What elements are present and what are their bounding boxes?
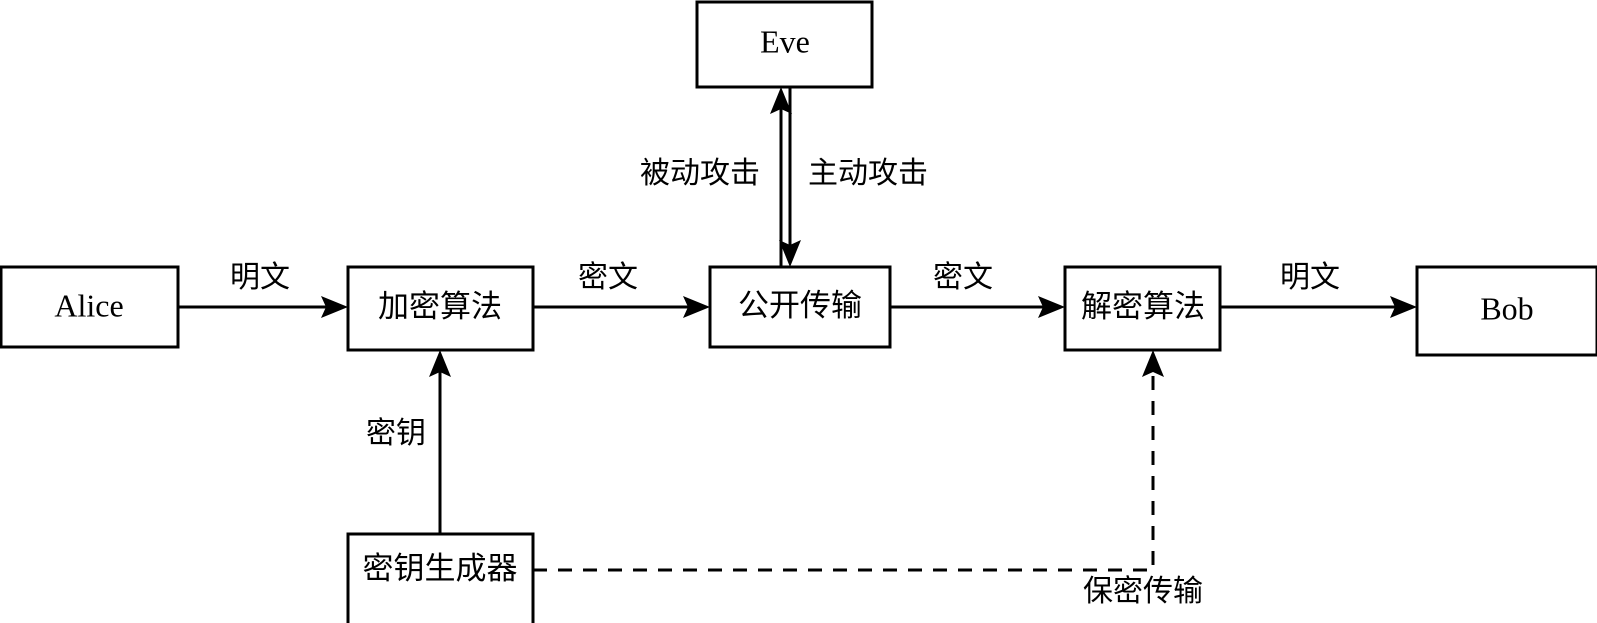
- edge-keygen-to-decrypt: 保密传输: [533, 350, 1203, 608]
- node-box-eve[interactable]: [695, 0, 874, 89]
- arrow-head-icon: [1390, 296, 1417, 318]
- edge-channel-to-eve: 被动攻击: [640, 87, 792, 267]
- edge-eve-to-channel: 主动攻击: [779, 87, 928, 267]
- node-label-alice: Alice: [54, 287, 123, 323]
- node-box-decrypt[interactable]: [1063, 265, 1222, 352]
- node-label-channel: 公开传输: [738, 288, 862, 323]
- node-label-eve: Eve: [760, 23, 810, 59]
- edge-label-encrypt-to-channel: 密文: [578, 261, 638, 294]
- edge-line-keygen-to-decrypt: [533, 365, 1155, 572]
- arrow-head-icon: [779, 240, 801, 267]
- node-eve[interactable]: Eve: [695, 0, 874, 89]
- edge-alice-to-encrypt: 明文: [178, 261, 348, 318]
- edge-label-keygen-to-decrypt: 保密传输: [1083, 575, 1203, 608]
- node-label-keygen: 密钥生成器: [363, 551, 518, 586]
- arrow-head-icon: [321, 296, 348, 318]
- node-box-channel[interactable]: [708, 265, 892, 349]
- arrow-head-icon: [770, 87, 792, 114]
- node-box-encrypt[interactable]: [346, 265, 535, 352]
- node-box-alice[interactable]: [0, 265, 180, 349]
- edge-decrypt-to-bob: 明文: [1220, 261, 1417, 318]
- edge-label-eve-to-channel: 主动攻击: [808, 157, 928, 190]
- node-alice[interactable]: Alice: [0, 265, 180, 349]
- node-decrypt[interactable]: 解密算法: [1063, 265, 1222, 352]
- node-keygen[interactable]: 密钥生成器: [346, 532, 535, 623]
- node-channel[interactable]: 公开传输: [708, 265, 892, 349]
- arrow-head-icon: [1038, 296, 1065, 318]
- edge-label-channel-to-eve: 被动攻击: [640, 157, 760, 190]
- arrow-head-icon: [429, 350, 451, 377]
- edge-label-keygen-to-encrypt: 密钥: [366, 417, 426, 450]
- edge-keygen-to-encrypt: 密钥: [366, 350, 451, 534]
- arrow-head-icon: [1142, 350, 1164, 377]
- edge-label-alice-to-encrypt: 明文: [230, 261, 290, 294]
- node-bob[interactable]: Bob: [1415, 265, 1597, 357]
- node-box-bob[interactable]: [1415, 265, 1597, 357]
- node-label-bob: Bob: [1480, 290, 1533, 326]
- edge-channel-to-decrypt: 密文: [890, 261, 1065, 318]
- edge-label-channel-to-decrypt: 密文: [933, 261, 993, 294]
- node-encrypt[interactable]: 加密算法: [346, 265, 535, 352]
- arrow-head-icon: [683, 296, 710, 318]
- node-label-decrypt: 解密算法: [1081, 289, 1205, 324]
- edge-encrypt-to-channel: 密文: [533, 261, 710, 318]
- node-label-encrypt: 加密算法: [378, 289, 502, 324]
- node-box-keygen[interactable]: [346, 532, 535, 623]
- edge-label-decrypt-to-bob: 明文: [1280, 261, 1340, 294]
